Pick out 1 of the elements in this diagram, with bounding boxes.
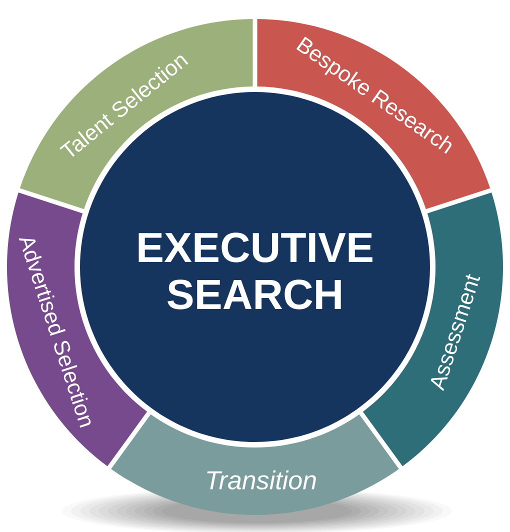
ring-segment: Transition [111,414,399,515]
